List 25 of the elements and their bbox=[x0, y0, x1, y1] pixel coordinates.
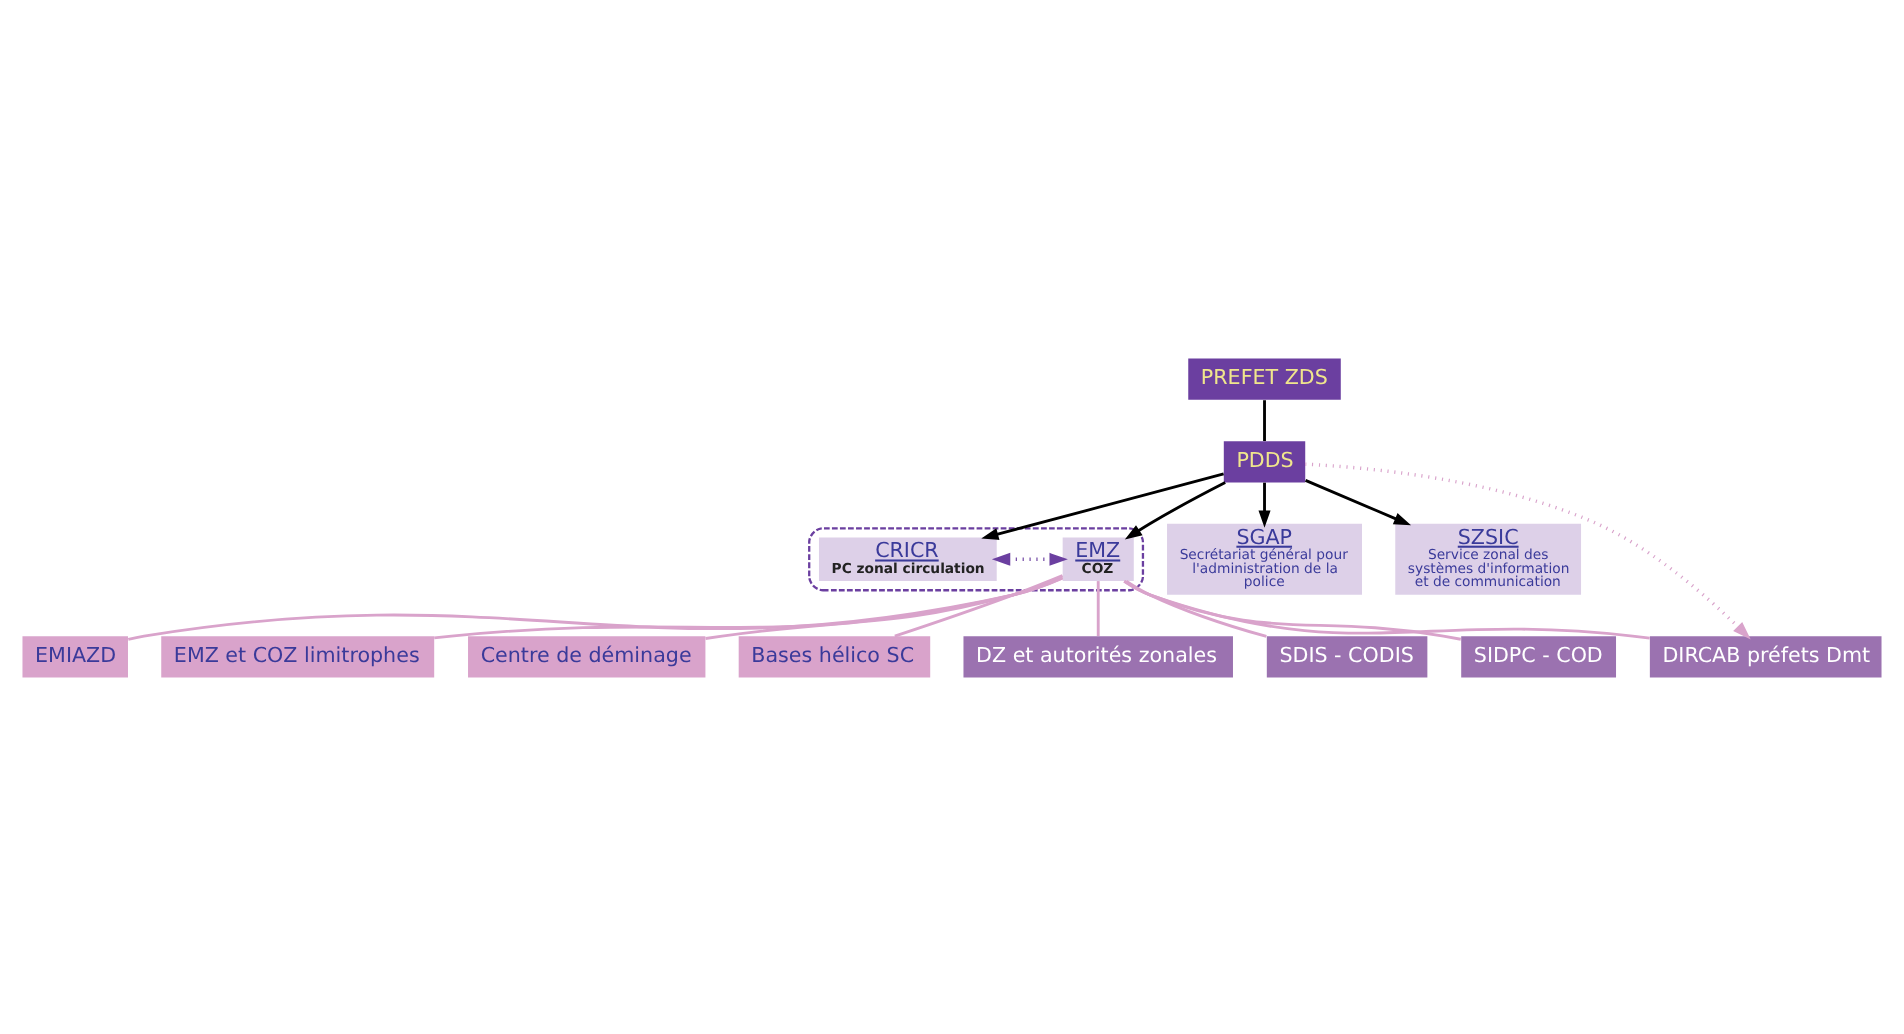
node-box: PDDS bbox=[1223, 440, 1306, 482]
node-box: DZ et autorités zonales bbox=[963, 635, 1233, 677]
arrow bbox=[1305, 461, 1751, 639]
node-box: SDIS - CODIS bbox=[1266, 635, 1428, 677]
node-box: EMZ et COZ limitrophes bbox=[161, 635, 435, 677]
connector bbox=[1123, 579, 1650, 639]
connector bbox=[1123, 578, 1462, 640]
node-box: Bases hélico SC bbox=[738, 635, 931, 677]
node-box: PREFET ZDS bbox=[1188, 357, 1341, 399]
connector bbox=[128, 575, 1063, 640]
connector bbox=[434, 575, 1063, 639]
connector bbox=[1263, 399, 1266, 441]
connector bbox=[1096, 580, 1100, 635]
node-box: EMIAZD bbox=[22, 635, 128, 677]
connector bbox=[1125, 579, 1267, 637]
connector bbox=[894, 573, 1064, 637]
node-box: Centre de déminage bbox=[468, 635, 706, 677]
arrow bbox=[981, 471, 1224, 539]
arrow bbox=[1258, 481, 1271, 527]
node-box: SIDPC - COD bbox=[1461, 635, 1617, 677]
arrow bbox=[1304, 478, 1412, 525]
node-box: DIRCAB préfets Dmt bbox=[1649, 635, 1882, 677]
connector bbox=[705, 574, 1064, 639]
arrow bbox=[991, 551, 1068, 565]
arrow bbox=[1124, 480, 1226, 539]
